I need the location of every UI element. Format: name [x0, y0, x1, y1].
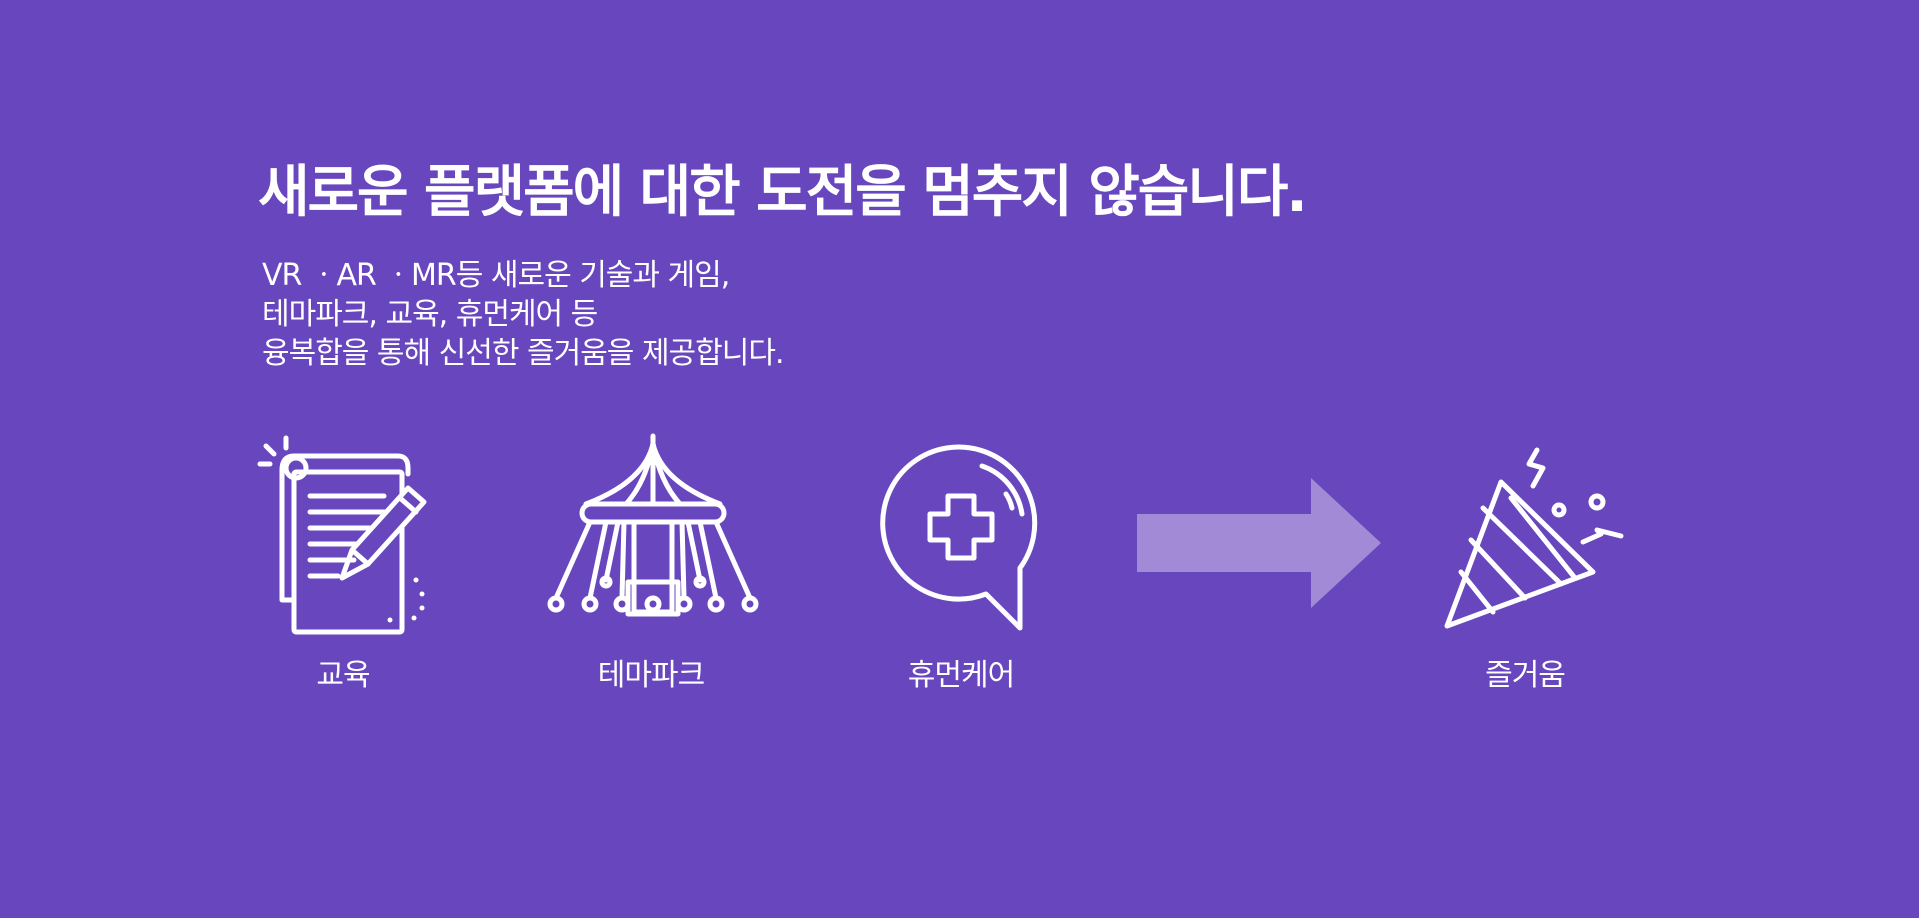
carousel-swing-ride-icon [546, 432, 759, 628]
label-education: 교육 [316, 658, 370, 693]
medical-cross-speech-bubble-icon [880, 444, 1044, 632]
arrow-right-icon [1137, 478, 1383, 608]
party-popper-icon [1444, 446, 1627, 629]
document-pencil-icon [257, 432, 428, 635]
label-theme-park: 테마파크 [597, 658, 705, 693]
page-headline: 새로운 플랫폼에 대한 도전을 멈추지 않습니다. [258, 160, 1308, 225]
label-enjoyment: 즐거움 [1485, 658, 1566, 693]
description-line-1: VR ㆍAR ㆍMR등 새로운 기술과 게임, [262, 258, 730, 293]
description-line-3: 융복합을 통해 신선한 즐거움을 제공합니다. [262, 336, 784, 371]
description: VR ㆍAR ㆍMR등 새로운 기술과 게임, 테마파크, 교육, 휴먼케어 등… [262, 256, 784, 373]
description-line-2: 테마파크, 교육, 휴먼케어 등 [262, 297, 598, 332]
label-human-care: 휴먼케어 [907, 658, 1015, 693]
